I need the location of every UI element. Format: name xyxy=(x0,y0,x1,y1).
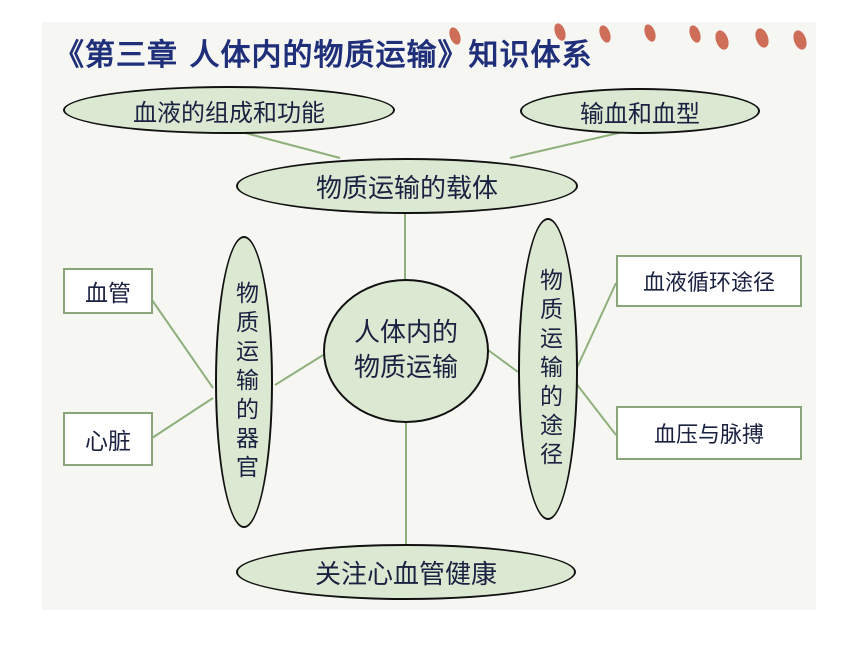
node-carrier: 物质运输的载体 xyxy=(236,158,578,214)
node-label: 物质运输的器官 xyxy=(231,280,258,484)
box-blood-vessels: 血管 xyxy=(63,268,153,314)
node-label: 人体内的物质运输 xyxy=(353,317,458,383)
node-label: 物质运输的载体 xyxy=(315,173,498,204)
node-label: 血液的组成和功能 xyxy=(133,98,325,127)
box-circulation: 血液循环途径 xyxy=(616,255,802,307)
page-title: 《第三章 人体内的物质运输》知识体系 xyxy=(54,38,593,73)
box-label: 血管 xyxy=(85,281,131,307)
node-transfusion: 输血和血型 xyxy=(520,88,760,134)
node-health: 关注心血管健康 xyxy=(236,544,576,600)
box-label: 血压与脉搏 xyxy=(653,423,764,448)
box-label: 血液循环途径 xyxy=(642,271,775,296)
box-pressure-pulse: 血压与脉搏 xyxy=(616,406,802,460)
node-organs: 物质运输的器官 xyxy=(215,236,273,528)
box-label: 心脏 xyxy=(85,429,131,455)
decorative-border xyxy=(449,23,807,50)
node-center: 人体内的物质运输 xyxy=(323,279,489,423)
node-label: 输血和血型 xyxy=(580,99,700,128)
node-label: 关注心血管健康 xyxy=(314,559,497,590)
box-heart: 心脏 xyxy=(63,412,153,466)
node-blood-composition: 血液的组成和功能 xyxy=(63,86,395,134)
node-pathways: 物质运输的途径 xyxy=(518,218,578,520)
node-label: 物质运输的途径 xyxy=(535,267,562,471)
